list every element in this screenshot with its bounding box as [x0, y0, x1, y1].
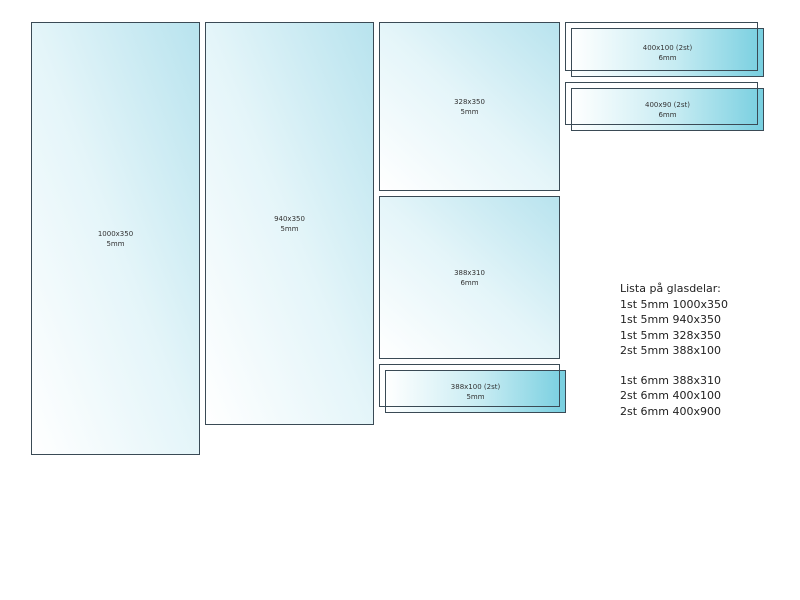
glass-panel-400x100: 400x100 (2st)6mm [571, 28, 764, 77]
panel-thickness: 5mm [280, 224, 299, 233]
panel-size: 1000x350 [97, 229, 134, 238]
glass-parts-list: Lista på glasdelar: 1st 5mm 1000x350 1st… [620, 281, 728, 419]
list-title: Lista på glasdelar: [620, 282, 721, 295]
panel-thickness: 5mm [106, 239, 125, 248]
panel-size: 400x100 (2st) [642, 43, 693, 52]
panel-thickness: 6mm [658, 53, 677, 62]
list-item: 2st 6mm 400x900 [620, 404, 721, 418]
panel-size: 388x310 [454, 268, 485, 277]
list-item: 1st 5mm 1000x350 [620, 297, 728, 311]
panel-thickness: 6mm [658, 110, 677, 119]
panel-thickness: 6mm [460, 278, 479, 287]
panel-duplicate-outline [379, 364, 560, 407]
panel-thickness: 5mm [460, 107, 479, 116]
panel-size: 400x90 (2st) [645, 100, 690, 109]
list-item: 1st 5mm 328x350 [620, 328, 721, 342]
panel-duplicate-outline [565, 22, 758, 71]
list-item: 2st 5mm 388x100 [620, 344, 721, 357]
list-item: 2st 6mm 400x100 [620, 389, 721, 402]
list-item: 1st 6mm 388x310 [620, 373, 721, 387]
glass-panel-400x90: 400x90 (2st)6mm [571, 88, 764, 131]
panel-size: 388x100 (2st) [450, 382, 501, 391]
list-item: 1st 5mm 940x350 [620, 313, 721, 326]
panel-size: 328x350 [454, 97, 485, 106]
panel-duplicate-outline [565, 82, 758, 125]
panel-size: 940x350 [274, 214, 305, 223]
panel-thickness: 5mm [466, 392, 485, 401]
glass-panel-388x100: 388x100 (2st)5mm [385, 370, 566, 413]
